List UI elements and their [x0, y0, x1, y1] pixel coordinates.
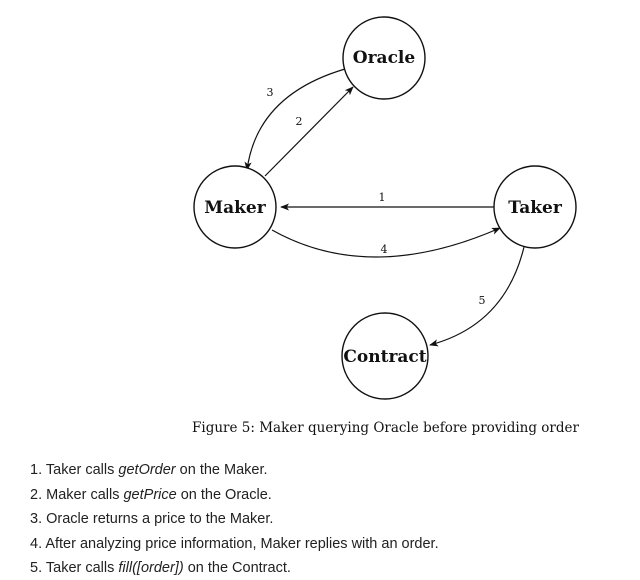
- node-taker-label: Taker: [508, 198, 563, 218]
- step-item: 4. After analyzing price information, Ma…: [30, 532, 439, 557]
- edge-4-label: 4: [381, 243, 388, 256]
- step-number: 4.: [30, 535, 43, 552]
- figure-caption-text: Figure 5: Maker querying Oracle before p…: [192, 420, 579, 436]
- node-oracle-label: Oracle: [353, 48, 416, 68]
- step-text-end: on the Contract.: [183, 560, 291, 576]
- edge-2: [264, 86, 354, 177]
- step-item: 3. Oracle returns a price to the Maker.: [30, 507, 439, 532]
- edge-5-label: 5: [479, 294, 486, 307]
- step-text-end: on the Oracle.: [176, 486, 272, 503]
- node-contract: Contract: [341, 312, 429, 400]
- edge-3-label: 3: [267, 86, 274, 99]
- step-number: 2.: [30, 486, 43, 503]
- step-number: 3.: [30, 511, 43, 527]
- edge-1-label: 1: [379, 191, 386, 204]
- edge-2-label: 2: [296, 115, 303, 128]
- step-item: 2. Maker calls getPrice on the Oracle.: [30, 483, 439, 508]
- step-number: 1.: [30, 462, 43, 478]
- step-method: fill([order]): [118, 560, 184, 576]
- node-taker: Taker: [493, 165, 577, 249]
- step-text-end: on the Maker.: [175, 462, 268, 478]
- node-maker: Maker: [193, 165, 277, 249]
- step-item: 5. Taker calls fill([order]) on the Cont…: [30, 556, 439, 580]
- flow-diagram: 1 2 3 4 5 Oracle Maker Taker Contract: [193, 16, 577, 400]
- step-text: After analyzing price information, Maker…: [45, 535, 439, 552]
- edges: 1 2 3 4 5: [244, 68, 525, 347]
- step-number: 5.: [30, 560, 43, 576]
- step-text: Maker calls: [46, 486, 124, 503]
- step-text: Taker calls: [45, 560, 119, 576]
- node-contract-label: Contract: [343, 347, 426, 367]
- node-oracle: Oracle: [342, 16, 426, 100]
- edge-4: [271, 227, 501, 258]
- step-text: Taker calls: [45, 462, 119, 478]
- edge-3: [244, 68, 346, 171]
- figure-caption: Figure 5: Maker querying Oracle before p…: [0, 420, 640, 436]
- step-text: Oracle returns a price to the Maker.: [46, 511, 274, 527]
- edge-5: [429, 246, 525, 347]
- step-method: getOrder: [118, 462, 176, 478]
- step-method: getPrice: [123, 486, 177, 503]
- node-maker-label: Maker: [204, 198, 266, 218]
- steps-list: 1. Taker calls getOrder on the Maker. 2.…: [30, 458, 439, 580]
- step-item: 1. Taker calls getOrder on the Maker.: [30, 458, 439, 483]
